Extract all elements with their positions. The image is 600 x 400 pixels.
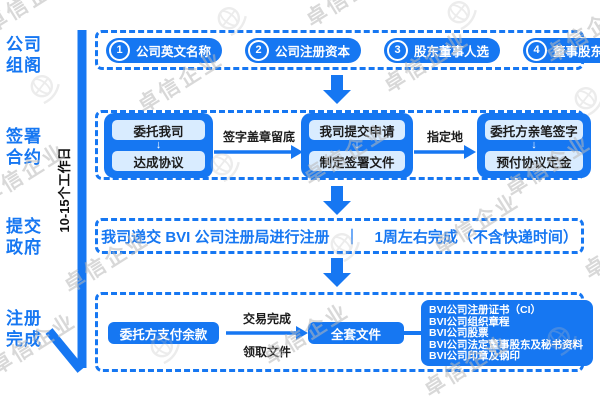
requirement-label: 股东董事人选	[414, 44, 490, 59]
step-number-badge: 2	[248, 39, 270, 61]
document-item: BVI公司法定董事股东及秘书资料	[429, 338, 584, 351]
duration-label: 10-15个工作日	[57, 147, 72, 233]
stage-label-registration-done: 注册 完成	[6, 308, 50, 350]
stage-label-line: 组阁	[6, 56, 42, 75]
step-number-badge: 1	[109, 39, 130, 61]
requirement-label: 公司注册资本	[275, 44, 351, 59]
arrow-label-designated-place: 指定地	[426, 130, 463, 144]
right-arrow-icon	[226, 326, 308, 340]
section-company-setup: 1 公司英文名称 2 公司注册资本 3 股东董事人选 4 董事股东股份比例	[95, 30, 600, 70]
connector-line	[402, 331, 423, 335]
requirement-pill-1: 1 公司英文名称	[106, 37, 223, 63]
arrow-label-seal: 签字盖章留底	[222, 130, 295, 144]
document-item: BVI公司股票	[429, 327, 489, 339]
process-group-application: 我司提交申请 ↓ 制定签署文件	[301, 113, 413, 178]
right-arrow-icon	[214, 145, 303, 159]
document-item: BVI公司注册证书（CI）	[429, 304, 542, 316]
process-step: 委托方亲笔签字	[485, 120, 583, 140]
requirement-pill-4: 4 董事股东股份比例	[523, 37, 600, 63]
process-step: 达成协议	[112, 151, 205, 171]
document-list-box: BVI公司注册证书（CI） BVI公司组织章程 BVI公司股票 BVI公司法定董…	[421, 300, 593, 366]
down-arrow-icon	[323, 75, 351, 104]
stage-label-line: 注册	[6, 309, 42, 328]
registry-submission-text: 我司递交 BVI 公司注册局进行注册 ｜ 1周左右完成（不含快递时间）	[101, 228, 578, 246]
stage-label-line: 签署	[6, 127, 42, 146]
down-arrow-icon	[323, 258, 351, 287]
process-step: 预付协议定金	[485, 151, 583, 171]
right-arrow-icon	[414, 145, 476, 159]
stage-label-company-setup: 公司 组阁	[6, 34, 50, 76]
arrow-label-collect-docs: 领取文件	[242, 345, 291, 359]
down-arrow-icon	[323, 186, 351, 215]
step-number-badge: 3	[387, 39, 409, 61]
requirement-label: 董事股东股份比例	[553, 44, 600, 59]
document-item: BVI公司印章及钢印	[429, 350, 521, 362]
process-group-signature: 委托方亲笔签字 ↓ 预付协议定金	[477, 113, 591, 178]
requirement-pill-3: 3 股东董事人选	[384, 37, 501, 63]
stage-label-submit-government: 提交 政府	[6, 216, 50, 258]
stage-label-line: 公司	[6, 35, 42, 54]
arrow-label-deal-done: 交易完成	[242, 312, 291, 326]
stage-label-line: 提交	[6, 217, 42, 236]
stage-label-line: 政府	[6, 238, 42, 257]
process-step: 委托我司	[112, 120, 205, 140]
down-arrow-small-icon: ↓	[354, 139, 360, 151]
process-group-entrust: 委托我司 ↓ 达成协议	[104, 113, 213, 178]
requirement-pill-2: 2 公司注册资本	[245, 37, 362, 63]
pay-balance-pill: 委托方支付余款	[108, 322, 219, 344]
stage-label-line: 合约	[6, 148, 42, 167]
stage-label-line: 完成	[6, 330, 42, 349]
down-arrow-small-icon: ↓	[155, 139, 162, 151]
step-number-badge: 4	[526, 39, 548, 61]
down-arrow-small-icon: ↓	[531, 139, 537, 151]
requirement-label: 公司英文名称	[136, 44, 212, 59]
document-item: BVI公司组织章程	[429, 315, 510, 328]
process-step: 制定签署文件	[309, 151, 405, 171]
full-document-set-pill: 全套文件	[308, 322, 404, 344]
process-step: 我司提交申请	[309, 120, 405, 140]
section-submit-government: 我司递交 BVI 公司注册局进行注册 ｜ 1周左右完成（不含快递时间）	[95, 218, 584, 254]
stage-label-sign-contract: 签署 合约	[6, 126, 50, 168]
